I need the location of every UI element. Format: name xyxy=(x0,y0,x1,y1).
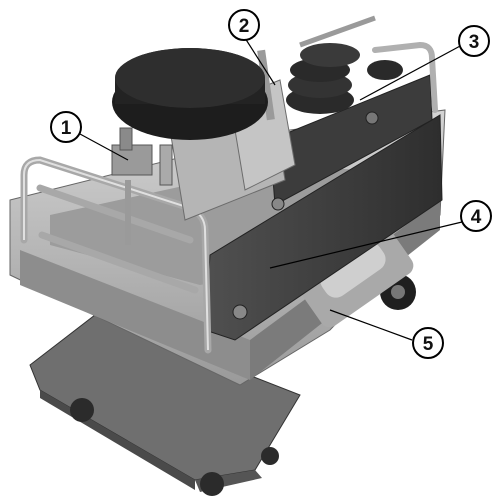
base-trolley xyxy=(29,274,416,496)
callout-3: 3 xyxy=(458,25,490,57)
caster-wheel-front-right xyxy=(200,472,224,496)
callout-4: 4 xyxy=(460,200,492,232)
caster-wheel-front-left xyxy=(70,398,94,422)
callout-1-label: 1 xyxy=(61,118,72,139)
seat-cushion xyxy=(112,48,268,140)
caster-wheel-rear xyxy=(261,447,279,465)
callout-5-label: 5 xyxy=(423,334,434,355)
air-bellows xyxy=(286,43,403,114)
callout-2: 2 xyxy=(228,9,260,41)
dark-side-panel xyxy=(204,74,443,341)
callout-3-label: 3 xyxy=(469,32,480,53)
callout-1: 1 xyxy=(50,111,82,143)
leader-lines xyxy=(79,37,463,341)
callout-4-label: 4 xyxy=(471,207,482,228)
control-handle xyxy=(111,127,173,245)
callout-2-label: 2 xyxy=(239,16,250,37)
rear-guard-rail xyxy=(372,41,438,113)
callout-5: 5 xyxy=(412,327,444,359)
